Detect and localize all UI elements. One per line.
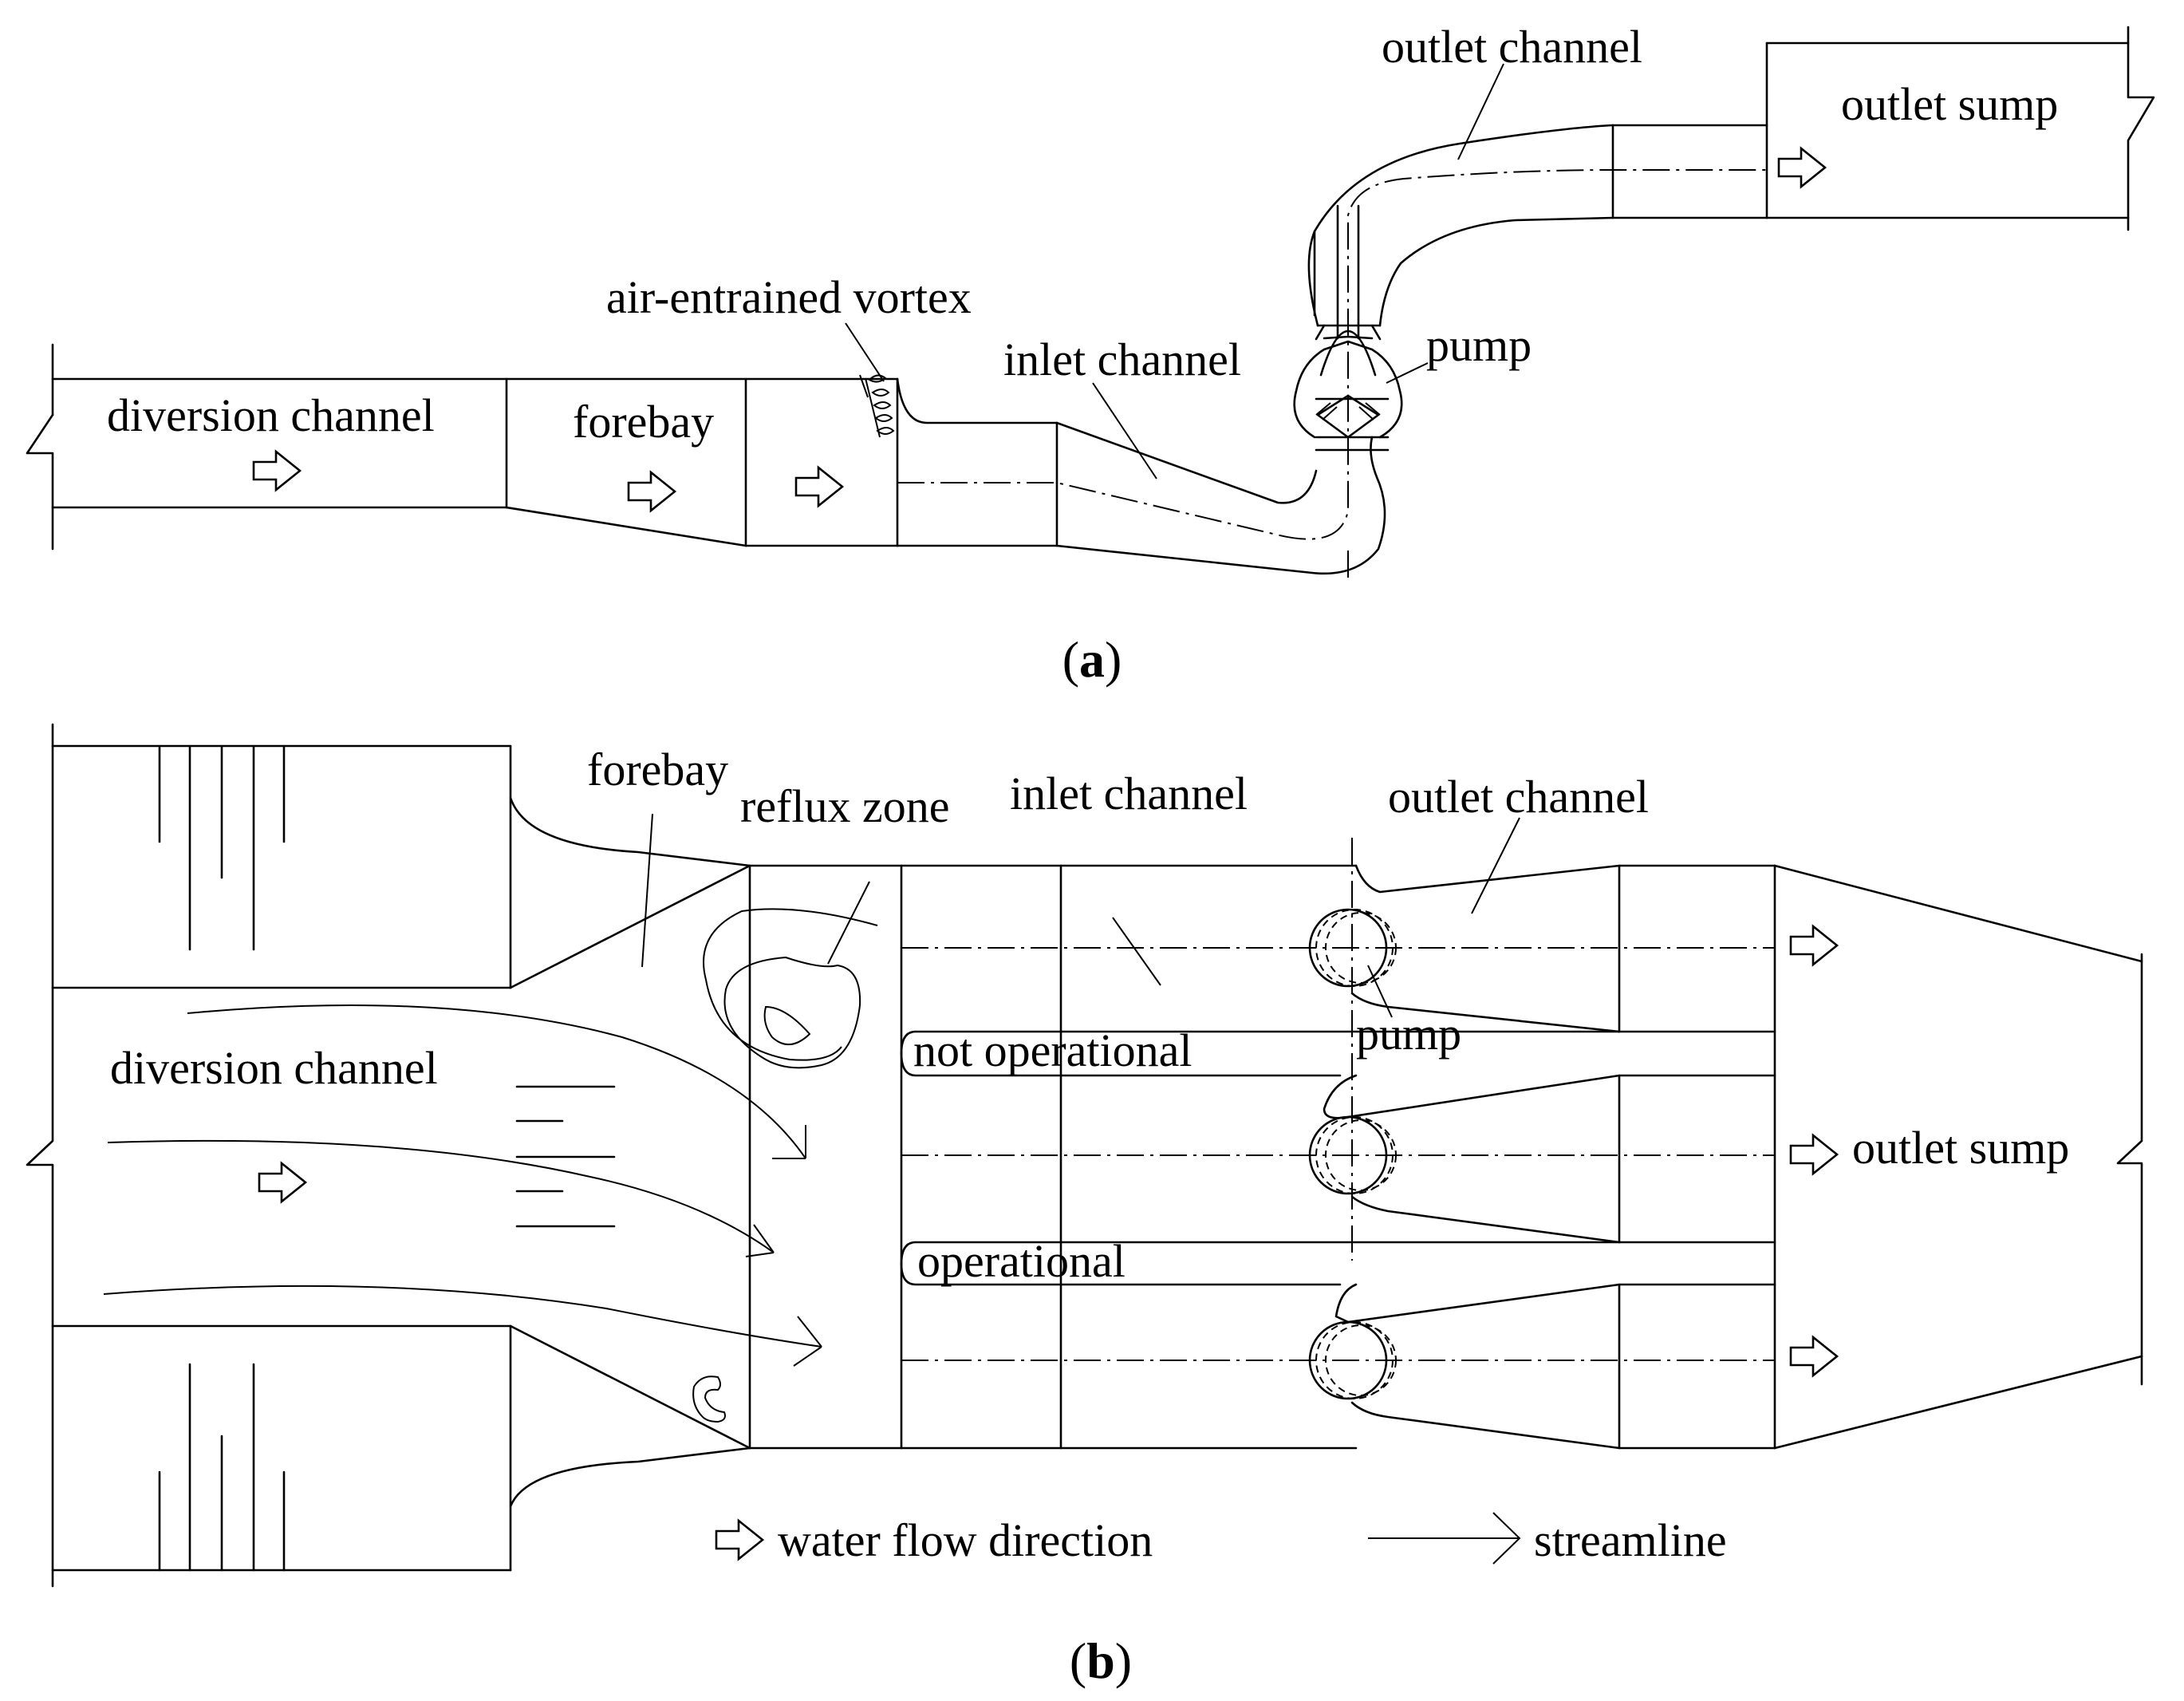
label-forebay: forebay xyxy=(573,396,714,448)
panel-b-pumps xyxy=(1308,838,1397,1400)
legend-streamline: streamline xyxy=(1534,1514,1727,1566)
flow-arrow-icon xyxy=(1789,1134,1839,1175)
panel-a-pump xyxy=(1293,204,1403,439)
panel-a-forebay xyxy=(505,377,1058,547)
panel-a-side-view: outlet channel outlet sump air-entrained… xyxy=(26,21,2155,688)
caption-b: (b) xyxy=(1070,1632,1132,1689)
label-reflux-zone: reflux zone xyxy=(740,780,949,832)
streamlines xyxy=(103,1004,822,1367)
label-pump: pump xyxy=(1356,1008,1461,1060)
panel-b-forebay xyxy=(509,796,751,1508)
leader-line xyxy=(1457,63,1504,160)
label-outlet-sump: outlet sump xyxy=(1841,78,2058,130)
label-inlet-channel: inlet channel xyxy=(1003,333,1241,385)
legend-streamline-arrowhead xyxy=(1492,1512,1521,1565)
panel-a-diversion-channel xyxy=(26,343,508,551)
label-not-operational: not operational xyxy=(913,1024,1193,1076)
caption-a: (a) xyxy=(1062,631,1122,688)
legend-flow-arrow-icon xyxy=(715,1519,764,1561)
flow-arrow-icon xyxy=(627,471,676,512)
leader-line xyxy=(1386,362,1429,384)
leader-line xyxy=(1092,382,1157,480)
panel-a-intake-box xyxy=(896,421,1058,547)
panel-a-outlet-channel xyxy=(1307,124,1768,327)
legend: water flow direction streamline xyxy=(715,1512,1727,1566)
label-diversion-channel: diversion channel xyxy=(110,1042,438,1094)
label-air-entrained-vortex: air-entrained vortex xyxy=(606,271,972,323)
flow-arrow-icon xyxy=(1789,925,1839,966)
flow-arrow-icon xyxy=(258,1162,307,1203)
legend-water-flow-direction: water flow direction xyxy=(778,1514,1153,1566)
label-outlet-channel: outlet channel xyxy=(1382,21,1642,73)
panel-b-left-boundary xyxy=(26,723,54,1588)
label-diversion-channel: diversion channel xyxy=(107,389,435,441)
panel-b-plan-view: forebay reflux zone inlet channel outlet… xyxy=(26,723,2143,1689)
air-entrained-vortex-symbol xyxy=(859,374,895,438)
label-operational: operational xyxy=(917,1235,1126,1287)
label-outlet-sump: outlet sump xyxy=(1852,1122,2069,1174)
leader-line xyxy=(1367,965,1393,1018)
flow-arrow-icon xyxy=(1777,147,1827,188)
leader-line xyxy=(845,322,885,382)
panel-b-outlet-sump xyxy=(1773,864,2143,1450)
panel-b-inlet-basin xyxy=(748,864,1776,1450)
panel-a-outlet-sump xyxy=(1765,26,2155,231)
label-inlet-channel: inlet channel xyxy=(1010,768,1248,819)
reflux-zone-symbol xyxy=(703,881,878,1069)
label-pump: pump xyxy=(1426,319,1532,371)
label-outlet-channel: outlet channel xyxy=(1388,771,1649,823)
panel-b-outlet-channels xyxy=(1323,817,1776,1450)
panel-b-diversion-channel xyxy=(51,744,616,1572)
panel-a-centerline xyxy=(897,169,1767,540)
flow-arrow-icon xyxy=(1789,1336,1839,1377)
label-forebay: forebay xyxy=(587,744,728,795)
flow-arrow-icon xyxy=(794,466,844,507)
panel-a-inlet-channel xyxy=(1055,421,1390,575)
flow-arrow-icon xyxy=(252,450,302,491)
